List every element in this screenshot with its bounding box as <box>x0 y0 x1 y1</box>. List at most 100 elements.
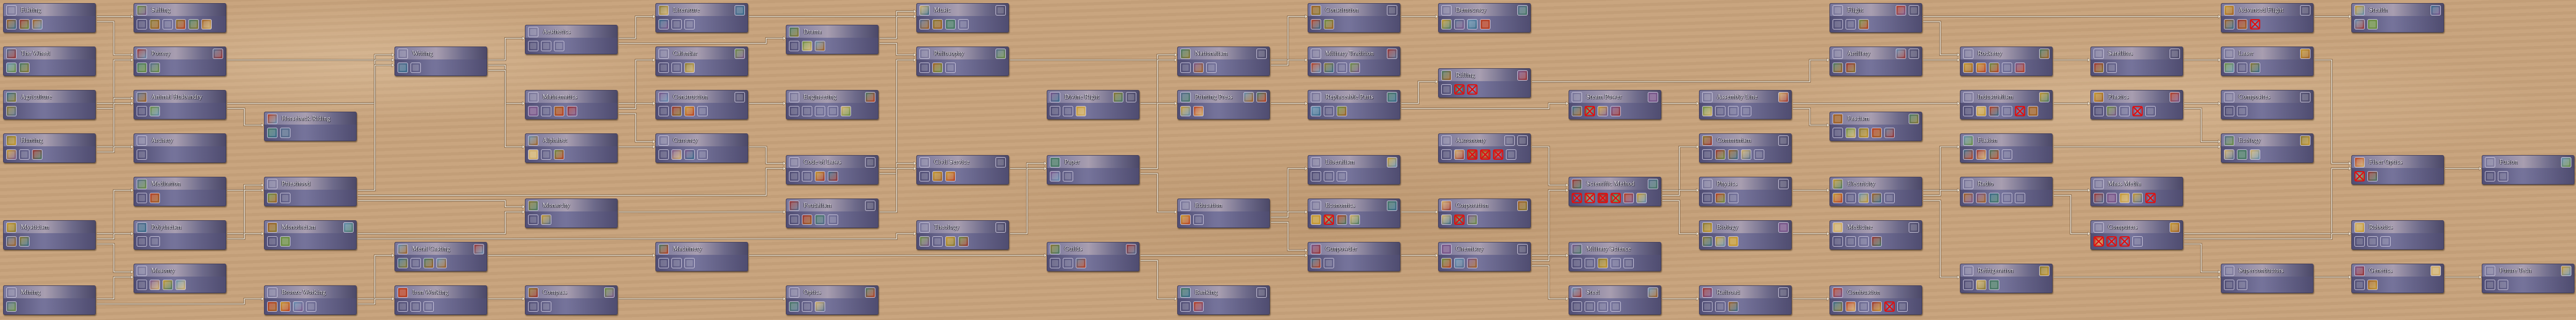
moai-icon[interactable] <box>175 19 186 29</box>
prerequisite-torch-icon[interactable] <box>2170 92 2180 102</box>
prerequisite-sail-icon[interactable] <box>604 287 614 298</box>
statue-of-zeus-icon[interactable] <box>541 41 551 51</box>
tech-node-industrialism[interactable]: Industrialism <box>1960 90 2053 119</box>
stealth-plane-icon[interactable] <box>2354 5 2365 16</box>
supermarket-icon[interactable] <box>1963 280 1973 290</box>
trade-route-icon[interactable] <box>188 19 199 29</box>
cristo-redentor-icon[interactable] <box>2015 193 2025 203</box>
tech-node-economics[interactable]: Economics <box>1308 199 1400 228</box>
happiness-icon[interactable] <box>2498 280 2508 290</box>
tech-node-sailing[interactable]: Sailing <box>134 3 226 33</box>
chariot-icon[interactable] <box>267 128 277 138</box>
kremlin-icon[interactable] <box>1702 149 1713 160</box>
space-elevator-icon[interactable] <box>2237 280 2247 290</box>
bunker-icon[interactable] <box>2002 63 2012 73</box>
tech-node-priesthood[interactable]: Priesthood <box>264 177 357 206</box>
idols-icon[interactable] <box>137 222 147 233</box>
cure-for-cancer-icon[interactable] <box>2367 280 2378 290</box>
temple-media-obsolete-icon[interactable] <box>2145 193 2156 203</box>
tech-node-replaceable-parts[interactable]: Replaceable Parts <box>1308 90 1400 119</box>
prerequisite-cell-icon[interactable] <box>2300 135 2310 146</box>
dna-icon[interactable] <box>2354 266 2365 276</box>
prerequisite-flag-icon[interactable] <box>1909 114 1919 124</box>
tech-node-drama[interactable]: Drama <box>786 25 879 54</box>
oil-icon[interactable] <box>1636 193 1647 203</box>
prerequisite-monk-icon[interactable] <box>996 49 1006 59</box>
rocket-icon[interactable] <box>1963 49 1973 59</box>
prerequisite-rifle-icon[interactable] <box>2039 49 2050 59</box>
wall-street-icon[interactable] <box>1311 215 1321 225</box>
chariot-cart-icon[interactable] <box>6 63 17 73</box>
free-speech-icon[interactable] <box>1311 171 1321 181</box>
great-prophet-icon[interactable] <box>932 63 943 73</box>
destroyer-icon[interactable] <box>1833 301 1843 312</box>
prerequisite-astrolabe-icon[interactable] <box>1778 179 1789 189</box>
forge-icon[interactable] <box>398 258 408 268</box>
archer-icon[interactable] <box>137 149 147 160</box>
fishing-icon[interactable] <box>6 5 17 16</box>
environmentalist-icon[interactable] <box>2237 149 2247 160</box>
health-cross-icon[interactable] <box>2354 280 2365 290</box>
tech-node-biology[interactable]: Biology <box>1699 220 1792 250</box>
computer-icon[interactable] <box>2094 222 2104 233</box>
broadway-icon[interactable] <box>1858 193 1869 203</box>
stealth-bomber-icon[interactable] <box>2367 19 2378 29</box>
hanging-gardens-icon[interactable] <box>554 41 564 51</box>
musketman-icon[interactable] <box>1311 258 1321 268</box>
fusion-core-icon[interactable] <box>2485 157 2495 167</box>
tech-node-monarchy[interactable]: Monarchy <box>525 199 618 228</box>
tech-node-mass-media[interactable]: Mass Media <box>2090 177 2183 206</box>
health-no-icon[interactable] <box>1715 236 1725 247</box>
prerequisite-idols-icon[interactable] <box>735 5 745 16</box>
axeman-icon[interactable] <box>267 301 277 312</box>
bomb-shelter-icon[interactable] <box>2132 193 2143 203</box>
steel-mill-icon[interactable] <box>1611 301 1621 312</box>
aqueduct-icon[interactable] <box>541 106 551 116</box>
gold-coin-icon[interactable] <box>697 149 708 160</box>
prerequisite-flask-icon[interactable] <box>1778 222 1789 233</box>
prerequisite-explosion-icon[interactable] <box>2561 157 2571 167</box>
tech-node-chemistry[interactable]: Chemistry <box>1438 242 1531 271</box>
cannon-icon[interactable] <box>1572 301 1582 312</box>
trireme-icon[interactable] <box>528 301 538 312</box>
grenadier-icon[interactable] <box>1572 258 1582 268</box>
bunker-food-icon[interactable] <box>1976 280 1986 290</box>
tech-node-superconductors[interactable]: Superconductors <box>2221 264 2314 293</box>
cannon-drill-icon[interactable] <box>1572 244 1582 254</box>
pasture-icon[interactable] <box>137 106 147 116</box>
galley-icon[interactable] <box>137 19 147 29</box>
icbm-icon[interactable] <box>1976 149 1986 160</box>
chart-board-icon[interactable] <box>1311 201 1321 211</box>
lighthouse-icon[interactable] <box>150 19 160 29</box>
granary-icon[interactable] <box>137 63 147 73</box>
prerequisite-powder-horn-icon[interactable] <box>1517 70 1528 81</box>
parchment-icon[interactable] <box>1311 5 1321 16</box>
tech-node-archery[interactable]: Archery <box>134 133 226 163</box>
university-icon[interactable] <box>1180 215 1191 225</box>
red-cross-icon[interactable] <box>1846 236 1856 247</box>
mount-rushmore-icon[interactable] <box>1846 128 1856 138</box>
galley-obsolete-icon[interactable] <box>1884 301 1895 312</box>
tech-node-mysticism[interactable]: Mysticism <box>3 220 96 250</box>
prerequisite-steel-bar-icon[interactable] <box>1896 49 1906 59</box>
watermill-icon[interactable] <box>684 258 695 268</box>
flag-icon[interactable] <box>1180 49 1191 59</box>
tech-node-ecology[interactable]: Ecology <box>2221 133 2314 163</box>
coins-map-icon[interactable] <box>658 135 669 146</box>
pagoda-icon[interactable] <box>658 63 669 73</box>
gunship-icon[interactable] <box>2224 19 2234 29</box>
rifle-icon[interactable] <box>1441 70 1452 81</box>
oil-well-icon[interactable] <box>1871 301 1882 312</box>
polymer-icon[interactable] <box>2094 92 2104 102</box>
fish-icon[interactable] <box>32 19 42 29</box>
paper-icon[interactable] <box>1050 157 1060 167</box>
observatory-obsolete-icon[interactable] <box>2094 236 2104 247</box>
officer-icon[interactable] <box>1311 49 1321 59</box>
frigate-early-icon[interactable] <box>815 301 825 312</box>
hammer-sickle-icon[interactable] <box>1702 135 1713 146</box>
artillery-crew-icon[interactable] <box>1833 63 1843 73</box>
refinery-obsolete-icon[interactable] <box>2132 106 2143 116</box>
prerequisite-atom-fire-icon[interactable] <box>1909 49 1919 59</box>
machine-gun-icon[interactable] <box>1702 301 1713 312</box>
books-icon[interactable] <box>658 5 669 16</box>
